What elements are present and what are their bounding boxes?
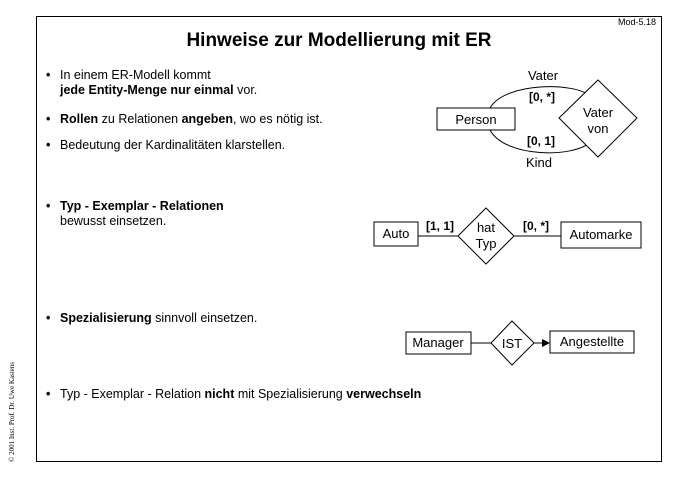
relation-ist-label: IST: [502, 336, 522, 351]
bullet-text: zu Relationen: [98, 112, 182, 126]
relation-ist: [490, 320, 535, 366]
bullet-dot: •: [46, 199, 51, 213]
diagram-auto-hat-typ: Auto hat Typ Automarke [1, 1] [0, *]: [373, 207, 642, 265]
entity-angestellte: [549, 330, 635, 354]
bullet-bold-text: nicht: [204, 387, 235, 401]
relation-vater-von-line1: Vater: [583, 105, 614, 120]
bullet-dot: •: [46, 311, 51, 325]
bullet-text: sinnvoll einsetzen.: [151, 311, 258, 325]
bullet-bold-text: Rollen: [60, 112, 99, 126]
bullet-specialization: • Spezialisierung sinnvoll einsetzen.: [46, 311, 257, 326]
bullet-dot: •: [46, 68, 51, 82]
bullet-text: In einem ER-Modell kommt: [60, 68, 211, 82]
slide-id: Mod-5.18: [617, 17, 656, 27]
bullet-dot: •: [46, 387, 51, 401]
entity-person-label: Person: [455, 112, 496, 127]
cardinality-automarke: [0, *]: [523, 219, 549, 233]
bullet-type-instance: • Typ - Exemplar - Relationen bewusst ei…: [46, 199, 224, 229]
bullet-bold-text: Spezialisierung: [60, 311, 152, 325]
entity-manager-label: Manager: [412, 335, 464, 350]
bullet-bold-text: jede Entity-Menge nur einmal: [60, 83, 234, 97]
page-title: Hinweise zur Modellierung mit ER: [186, 30, 492, 51]
bullet-dot: •: [46, 112, 51, 126]
bullet-bold-text: angeben: [181, 112, 233, 126]
cardinality-vater: [0, *]: [529, 90, 555, 104]
bullet-text: vor.: [233, 83, 258, 97]
relation-hat-typ: [457, 207, 515, 265]
copyright-note: © 2001 Inst. Prof. Dr. Uwe Kastens: [8, 361, 16, 462]
entity-auto: [373, 221, 419, 247]
slide-frame: [36, 16, 662, 462]
bullet-entity-once: • In einem ER-Modell kommt jede Entity-M…: [46, 68, 257, 98]
role-edge-vater: [489, 86, 591, 109]
entity-angestellte-label: Angestellte: [560, 334, 624, 349]
bullet-text: mit Spezialisierung: [234, 387, 347, 401]
relation-hat-typ-line1: hat: [477, 220, 495, 235]
bullet-cardinalities: • Bedeutung der Kardinalitäten klarstell…: [46, 138, 285, 153]
bullet-bold-text: Typ - Exemplar - Relationen: [60, 199, 224, 213]
entity-automarke-label: Automarke: [570, 227, 633, 242]
role-label-vater: Vater: [528, 68, 559, 83]
diagram-person-vater-von: Person Vater von Vater [0, *] [0, 1] Kin…: [436, 68, 638, 170]
cardinality-auto: [1, 1]: [426, 219, 454, 233]
entity-manager: [405, 331, 472, 355]
relation-vater-von: [558, 79, 638, 158]
role-label-kind: Kind: [526, 155, 552, 170]
relation-vater-von-line2: von: [588, 121, 609, 136]
relation-hat-typ-line2: Typ: [476, 236, 497, 251]
entity-person: [436, 107, 516, 131]
role-edge-kind: [489, 129, 591, 154]
bullet-roles: • Rollen zu Relationen angeben, wo es nö…: [46, 112, 323, 127]
bullet-text: Typ - Exemplar - Relation: [60, 387, 205, 401]
bullet-text: , wo es nötig ist.: [233, 112, 323, 126]
bullet-bold-text: verwechseln: [346, 387, 422, 401]
diagram-manager-ist-angestellte: Manager IST Angestellte: [405, 320, 635, 366]
bullet-dot: •: [46, 138, 51, 152]
entity-automarke: [560, 221, 642, 249]
bullet-text: bewusst einsetzen.: [60, 214, 167, 228]
bullet-text: Bedeutung der Kardinalitäten klarstellen…: [60, 138, 286, 152]
entity-auto-label: Auto: [383, 226, 410, 241]
cardinality-kind: [0, 1]: [527, 134, 555, 148]
bullet-do-not-confuse: • Typ - Exemplar - Relation nicht mit Sp…: [46, 387, 421, 402]
